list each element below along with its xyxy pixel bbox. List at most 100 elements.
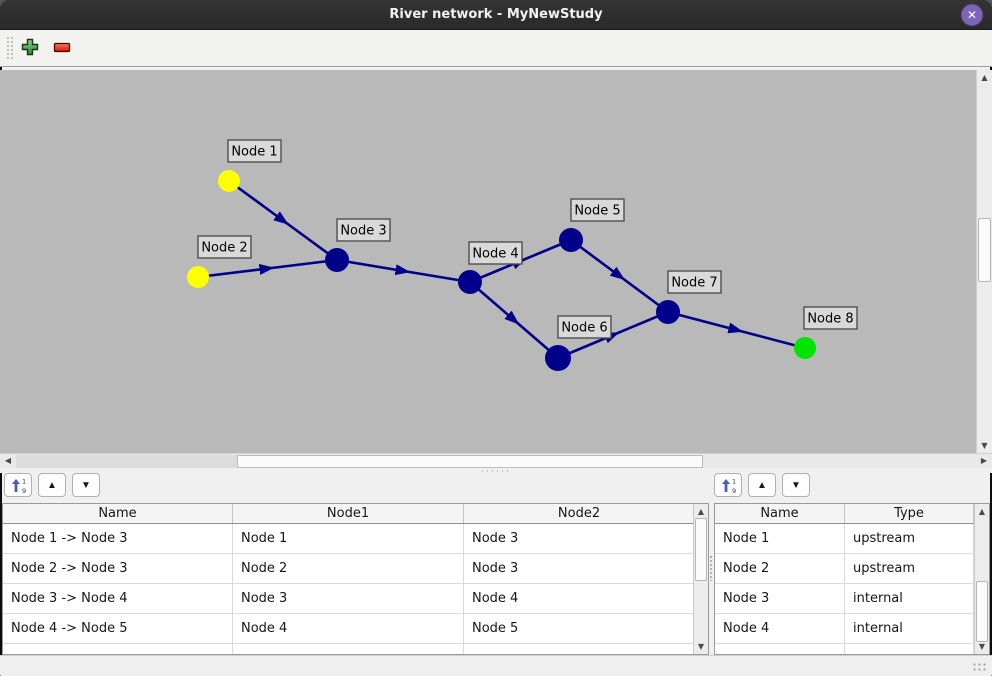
- scroll-down-icon[interactable]: ▼: [697, 642, 705, 651]
- hscroll-thumb[interactable]: [237, 455, 703, 468]
- network-node[interactable]: [545, 345, 571, 371]
- table-cell[interactable]: Node 3 -> Node 4: [3, 584, 233, 613]
- scroll-up-icon[interactable]: ▲: [697, 507, 705, 516]
- sort-ascending-icon: 1 9: [722, 477, 736, 494]
- table-cell[interactable]: Node 3: [715, 584, 845, 613]
- node-label[interactable]: Node 3: [336, 218, 391, 242]
- scroll-down-icon[interactable]: ▼: [978, 642, 986, 651]
- branches-move-down-button[interactable]: ▼: [72, 473, 100, 497]
- canvas-horizontal-scrollbar[interactable]: ◀ ▶: [0, 453, 992, 468]
- table-cell[interactable]: Node 4: [464, 584, 695, 613]
- table-cell[interactable]: internal: [845, 614, 974, 643]
- column-header[interactable]: Node2: [464, 504, 695, 523]
- hscroll-track[interactable]: [16, 455, 237, 468]
- table-cell[interactable]: Node 5: [464, 614, 695, 643]
- vscroll-thumb[interactable]: [976, 581, 988, 642]
- node-label[interactable]: Node 1: [227, 139, 282, 163]
- table-cell[interactable]: Node 3: [464, 554, 695, 583]
- close-button[interactable]: ✕: [961, 4, 983, 26]
- status-bar: [0, 655, 992, 676]
- toolbar-drag-handle[interactable]: [6, 36, 14, 60]
- node-label[interactable]: Node 6: [557, 315, 612, 339]
- table-cell[interactable]: Node 4: [233, 614, 464, 643]
- main-toolbar: [0, 30, 992, 67]
- network-node[interactable]: [325, 248, 349, 272]
- branches-table-scrollbar[interactable]: ▲ ▼: [693, 504, 708, 654]
- branches-sort-button[interactable]: 1 9: [4, 473, 32, 497]
- network-edge[interactable]: [570, 238, 669, 314]
- nodes-table-scrollbar[interactable]: ▲ ▼: [974, 504, 989, 654]
- nodes-move-up-button[interactable]: ▲: [748, 473, 776, 497]
- add-node-button[interactable]: [18, 36, 42, 60]
- node-label[interactable]: Node 7: [667, 270, 722, 294]
- network-edge[interactable]: [336, 258, 471, 284]
- nodes-sort-button[interactable]: 1 9: [714, 473, 742, 497]
- node-label[interactable]: Node 5: [570, 198, 625, 222]
- horizontal-splitter[interactable]: [0, 468, 992, 473]
- column-header[interactable]: Name: [3, 504, 233, 523]
- table-cell[interactable]: Node 1 -> Node 3: [3, 524, 233, 553]
- svg-text:Node 8: Node 8: [807, 312, 853, 327]
- scroll-left-icon[interactable]: ◀: [4, 456, 12, 465]
- network-edge[interactable]: [469, 281, 559, 359]
- table-cell[interactable]: Node 1: [715, 524, 845, 553]
- svg-text:Node 5: Node 5: [574, 204, 620, 219]
- column-header[interactable]: Node1: [233, 504, 464, 523]
- network-node[interactable]: [656, 300, 680, 324]
- table-cell[interactable]: [233, 644, 464, 654]
- network-canvas[interactable]: Node 1 Node 2 Node 3 Node 4 Node 5 Node 6 Node…: [0, 70, 976, 453]
- network-edge[interactable]: [197, 258, 338, 279]
- table-cell[interactable]: Node 4 -> Node 5: [3, 614, 233, 643]
- remove-node-button[interactable]: [50, 36, 74, 60]
- network-edge[interactable]: [557, 310, 669, 360]
- table-cell[interactable]: upstream: [845, 554, 974, 583]
- table-cell[interactable]: Node 1: [233, 524, 464, 553]
- scroll-up-icon[interactable]: ▲: [981, 73, 988, 82]
- node-label[interactable]: Node 4: [468, 241, 523, 265]
- table-cell[interactable]: internal: [845, 584, 974, 613]
- table-cell[interactable]: Node 3: [464, 524, 695, 553]
- vscroll-thumb[interactable]: [695, 518, 707, 581]
- table-cell[interactable]: Node 2: [715, 554, 845, 583]
- network-node[interactable]: [187, 266, 209, 288]
- node-label[interactable]: Node 8: [803, 306, 858, 330]
- canvas-vertical-scrollbar[interactable]: ▲ ▼: [976, 70, 992, 453]
- vertical-splitter[interactable]: [708, 500, 713, 656]
- scroll-up-icon[interactable]: ▲: [978, 507, 986, 516]
- table-row[interactable]: [715, 644, 989, 654]
- network-edge[interactable]: [667, 310, 806, 350]
- network-node[interactable]: [458, 270, 482, 294]
- table-cell[interactable]: [715, 644, 845, 654]
- resize-grip-icon[interactable]: [972, 662, 986, 672]
- table-cell[interactable]: [845, 644, 974, 654]
- node-label[interactable]: Node 2: [197, 235, 252, 259]
- table-row[interactable]: [3, 644, 708, 654]
- network-node[interactable]: [794, 337, 816, 359]
- table-cell[interactable]: Node 2: [233, 554, 464, 583]
- table-cell[interactable]: upstream: [845, 524, 974, 553]
- network-node[interactable]: [218, 170, 240, 192]
- network-node[interactable]: [559, 228, 583, 252]
- table-cell[interactable]: Node 3: [233, 584, 464, 613]
- branches-move-up-button[interactable]: ▲: [38, 473, 66, 497]
- scroll-right-icon[interactable]: ▶: [980, 456, 988, 465]
- table-cell[interactable]: Node 4: [715, 614, 845, 643]
- table-cell[interactable]: [3, 644, 233, 654]
- network-edge[interactable]: [228, 179, 338, 262]
- column-header[interactable]: Name: [715, 504, 845, 523]
- table-cell[interactable]: [464, 644, 695, 654]
- vscroll-thumb[interactable]: [978, 218, 991, 282]
- table-cell[interactable]: Node 2 -> Node 3: [3, 554, 233, 583]
- scroll-down-icon[interactable]: ▼: [981, 441, 988, 450]
- nodes-move-down-button[interactable]: ▼: [782, 473, 810, 497]
- column-header[interactable]: Type: [845, 504, 974, 523]
